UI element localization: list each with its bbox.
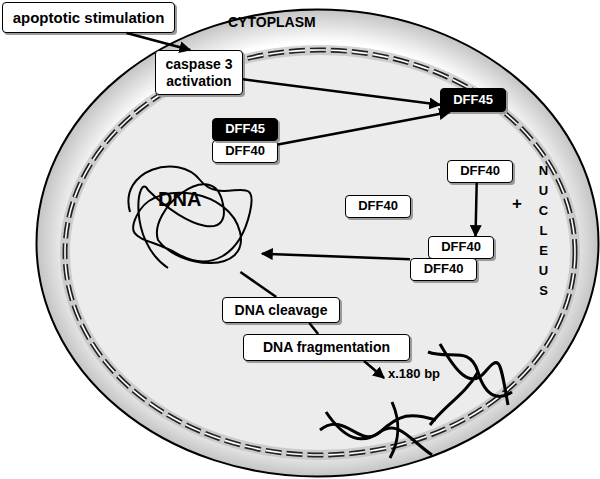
process-box: DFF40 [212,140,278,163]
dna-strand [320,416,436,437]
arrow-connector [476,183,477,236]
arrow-connector [309,323,318,334]
compartment-label: CYTOPLASM [228,14,316,30]
dna-strand [440,344,508,405]
box-text: DNA cleavage [235,302,328,318]
inhibitor-box: DFF45 [212,118,278,141]
dna-strand [430,372,478,425]
process-box: apoptotic stimulation [2,2,175,33]
arrow-connector [262,254,410,259]
box-text: DFF40 [424,262,464,277]
compartment-label: NUCLEUS [536,163,551,303]
dna-strand [390,402,398,458]
fragment-arrow [364,361,384,378]
cell-membrane [37,10,599,477]
arrow-connector [240,272,276,297]
box-text: DNA fragmentation [263,339,390,355]
inhibitor-box: DFF45 [440,88,506,112]
box-text: DFF45 [225,122,265,137]
box-text: DFF40 [225,144,265,159]
dna-tangle-node: DNA [118,150,262,272]
dna-strand [326,412,432,455]
process-box: caspase 3 activation [155,50,243,95]
dna-tangle [118,150,262,272]
nuclear-envelope [65,50,575,455]
process-box: DNA cleavage [222,297,340,323]
arrow-connector [127,33,191,50]
arrow-connector [243,79,440,105]
fragment-size-label: x.180 bp [388,366,440,381]
arrow-connector [278,112,450,145]
dna-fragment [320,402,436,458]
nucleus-glow [65,50,575,455]
dna-strand [128,167,251,268]
nuclear-envelope-gap [65,50,575,455]
process-box: DFF40 [447,160,513,183]
cell: CYTOPLASM caspase 3 activationNUCLEUS DFF4… [35,8,600,478]
process-box: DFF40 [345,195,411,218]
box-text: apoptotic stimulation [13,9,165,26]
nucleus: NUCLEUSDFF45DFF40DFF45DFF40DFF40DFF40DFF… [60,45,580,460]
plus-sign: + [512,194,522,214]
dna-label: DNA [158,188,201,211]
process-box: DNA fragmentation [243,334,410,361]
box-text: DFF40 [358,199,398,214]
dna-fragment [428,344,512,425]
box-text: DFF40 [460,164,500,179]
process-box: DFF40 [410,258,477,281]
box-text: DFF40 [441,240,481,255]
box-text: DFF45 [453,93,493,108]
dna-strand [428,352,512,396]
box-text: caspase 3 activation [159,56,239,88]
process-box: DFF40 [428,236,494,259]
